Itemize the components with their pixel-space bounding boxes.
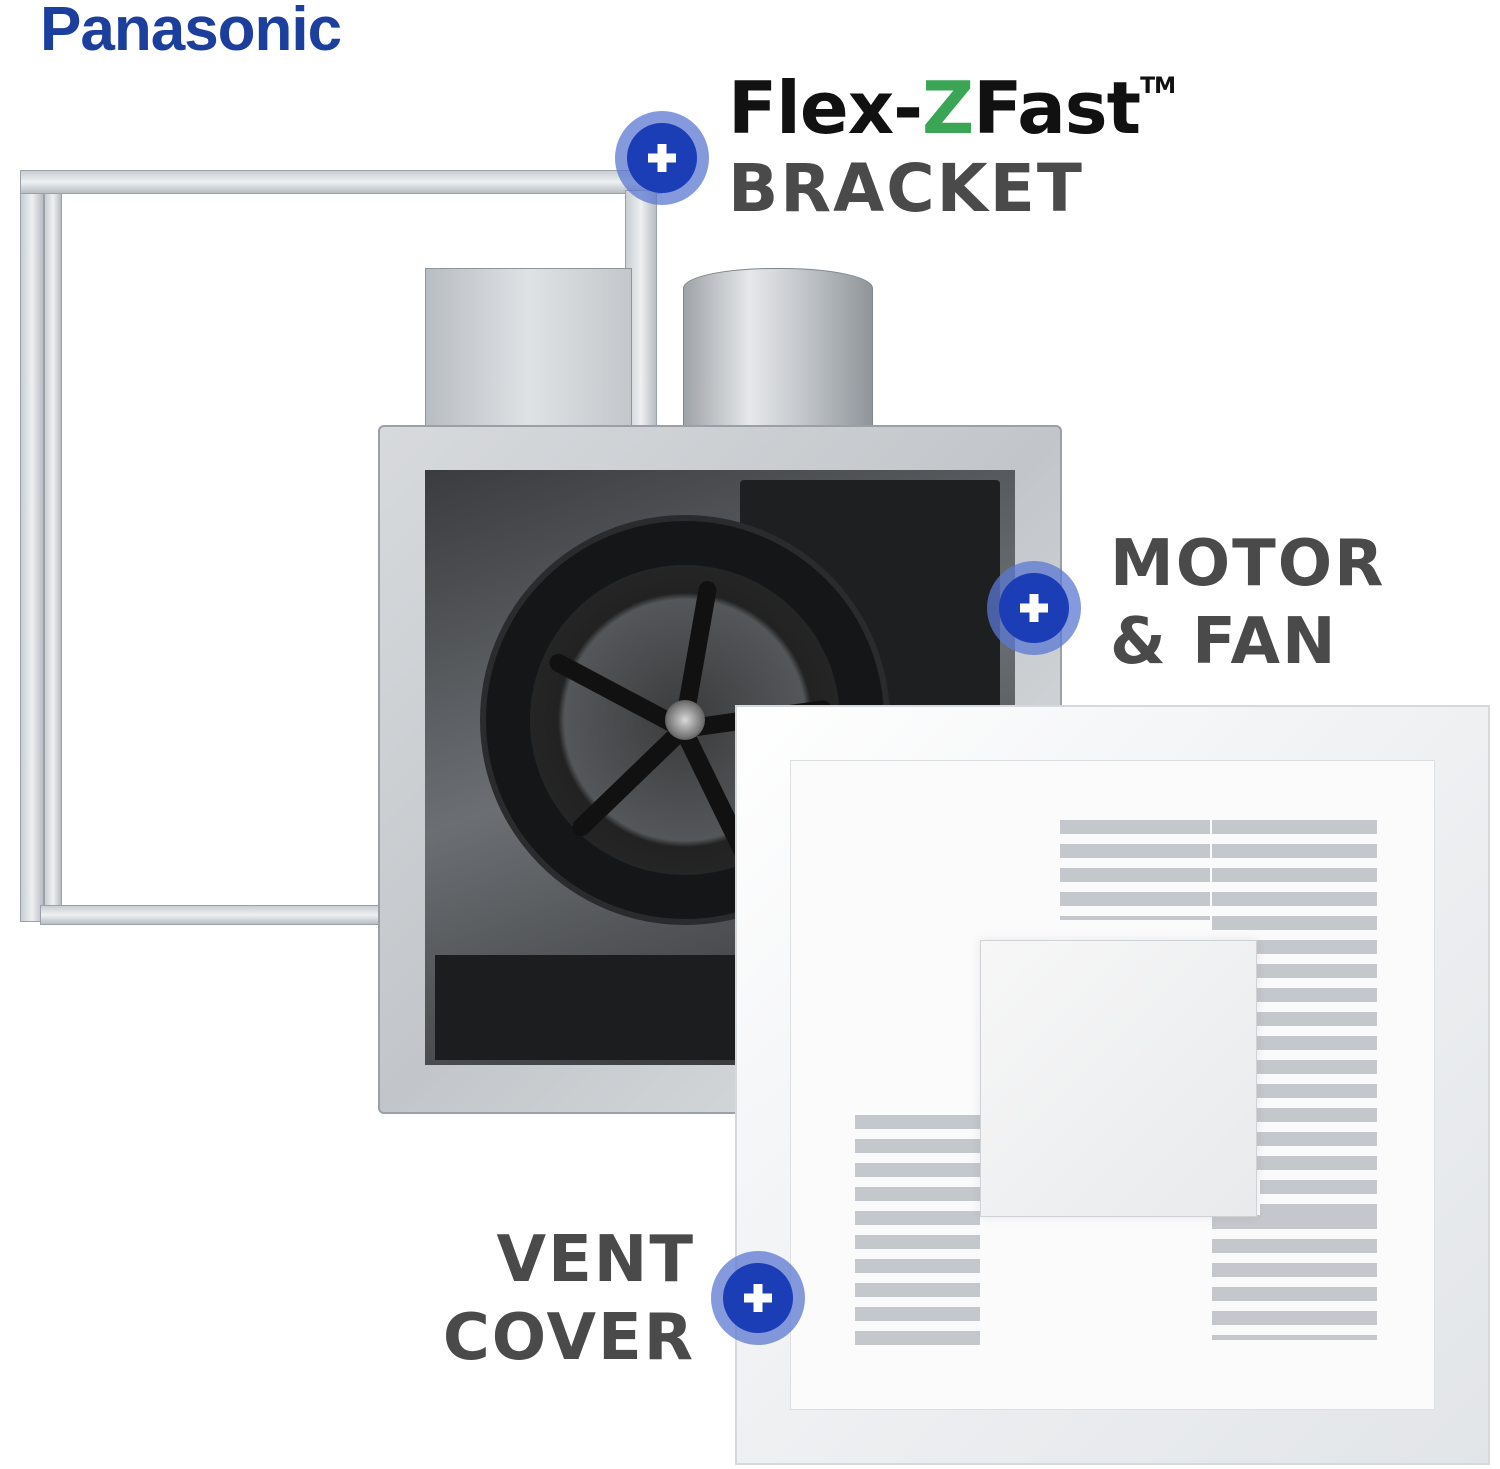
motor-label: MOTOR xyxy=(1110,527,1386,601)
bracket-label: BRACKET xyxy=(728,150,1084,227)
grille-top xyxy=(1060,820,1210,920)
vent-plus-icon[interactable] xyxy=(711,1251,805,1345)
title-suffix: Fast xyxy=(973,66,1141,150)
bracket-rail-left-inner xyxy=(44,185,62,922)
panasonic-logo: Panasonic xyxy=(40,0,342,64)
light-lens xyxy=(980,940,1257,1217)
vent-label: VENT xyxy=(496,1223,695,1297)
title-z: Z xyxy=(922,66,974,150)
grille-bottom xyxy=(1212,1215,1377,1340)
flex-z-fast-title: Flex-ZFastTM xyxy=(728,72,1176,144)
bracket-rail-bottom xyxy=(40,905,382,925)
duct-connector xyxy=(683,268,873,435)
cover-label: COVER xyxy=(442,1301,695,1375)
bracket-rail-top xyxy=(20,170,662,194)
fan-label: & FAN xyxy=(1110,605,1338,679)
motor-box xyxy=(435,955,765,1060)
bracket-plus-icon[interactable] xyxy=(615,111,709,205)
grille-left xyxy=(855,1115,980,1345)
fan-hub xyxy=(665,700,705,740)
trademark: TM xyxy=(1140,74,1176,99)
bracket-rail-left-outer xyxy=(20,185,44,922)
junction-box xyxy=(425,268,632,435)
motor-plus-icon[interactable] xyxy=(987,561,1081,655)
title-prefix: Flex- xyxy=(728,66,923,150)
